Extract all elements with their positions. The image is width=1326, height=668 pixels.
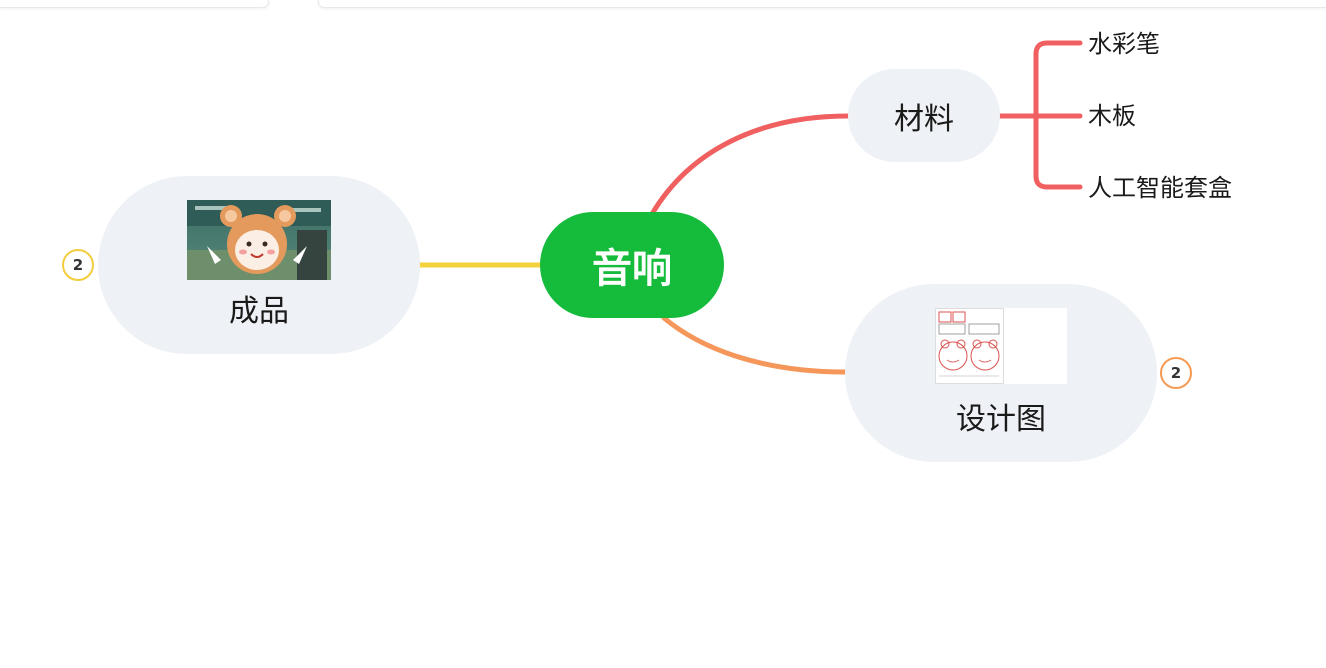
branch-node-cailiao[interactable]: 材料 <box>848 69 1000 162</box>
center-topic-label: 音响 <box>592 246 672 292</box>
design-sketch-image <box>935 308 1067 384</box>
collapsed-count-badge-chengpin[interactable]: 2 <box>62 249 94 281</box>
connector-center-sheji <box>661 315 848 375</box>
connector-cailiao-bracket <box>997 40 1083 190</box>
branch-node-sheji[interactable]: 设计图 <box>845 284 1157 462</box>
center-topic[interactable]: 音响 <box>540 212 724 318</box>
branch-node-chengpin[interactable]: 成品 <box>98 176 420 354</box>
branch-node-label: 材料 <box>894 101 954 137</box>
leaf-node[interactable]: 木板 <box>1088 102 1136 130</box>
toolbar-panel-left <box>0 0 269 8</box>
collapsed-count-badge-sheji[interactable]: 2 <box>1160 357 1192 389</box>
leaf-node[interactable]: 人工智能套盒 <box>1088 174 1232 202</box>
bear-photo-image <box>187 200 331 280</box>
branch-node-label: 成品 <box>229 294 289 329</box>
toolbar-panel-right <box>318 0 1326 8</box>
branch-node-label: 设计图 <box>956 402 1046 437</box>
leaf-node[interactable]: 水彩笔 <box>1088 30 1160 58</box>
connector-center-cailiao <box>649 113 851 217</box>
